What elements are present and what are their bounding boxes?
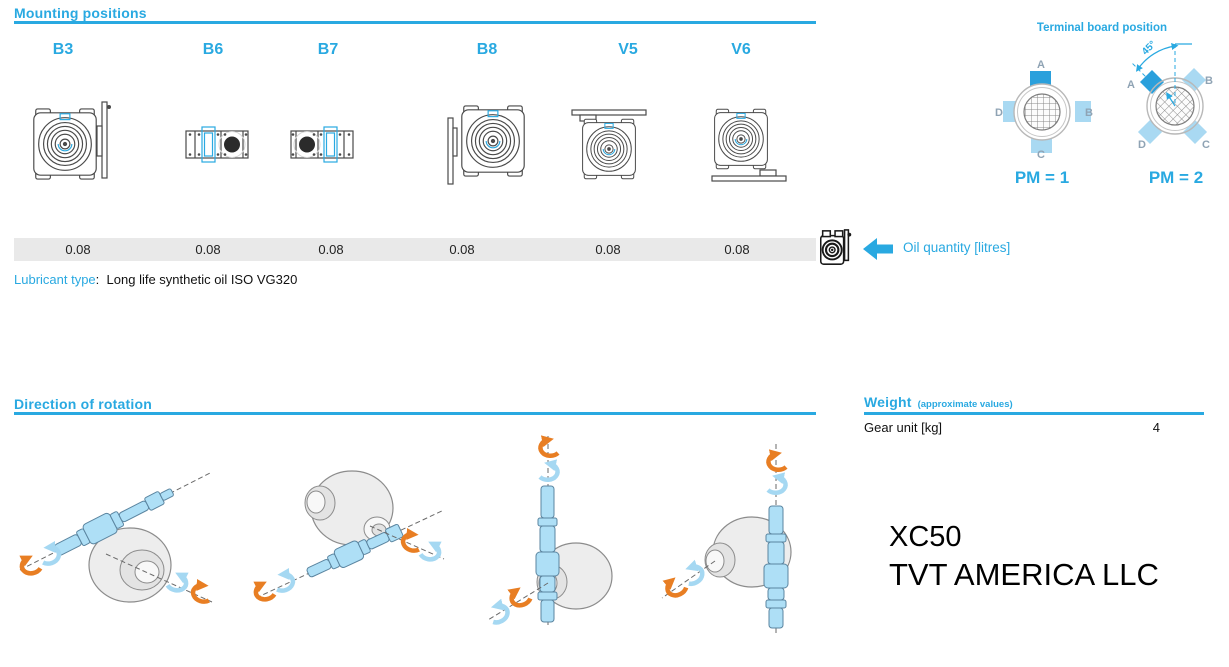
oil-value-b7: 0.08 bbox=[318, 242, 344, 257]
mounting-position-label-b3: B3 bbox=[52, 41, 74, 58]
weight-subtitle: (approximate values) bbox=[917, 399, 1013, 410]
weight-title: Weight bbox=[864, 394, 912, 410]
oil-value-b6: 0.08 bbox=[195, 242, 221, 257]
gearbox-b3-drawing-icon bbox=[33, 101, 111, 180]
pm2-letter-a: A bbox=[1127, 79, 1135, 91]
mounting-title: Mounting positions bbox=[14, 5, 147, 21]
lubricant-colon: : bbox=[95, 272, 100, 287]
pm1-letter-c: C bbox=[1037, 149, 1045, 161]
pm1-tab-a bbox=[1030, 71, 1051, 87]
mounting-title-rule bbox=[14, 21, 816, 24]
pm2-letter-d: D bbox=[1138, 139, 1146, 151]
pm1-label: PM = 1 bbox=[1014, 168, 1070, 187]
oil-value-b8: 0.08 bbox=[449, 242, 475, 257]
pm1-letter-d: D bbox=[995, 107, 1003, 119]
gearbox-v6-drawing-icon bbox=[711, 108, 787, 182]
rotation-drawing-2-icon bbox=[253, 470, 445, 602]
rotation-title-rule bbox=[14, 412, 816, 415]
rotation-drawing-4-icon bbox=[661, 444, 792, 634]
model-name: XC50 bbox=[889, 521, 962, 553]
pm1-tab-b bbox=[1075, 101, 1091, 122]
gearbox-mini-icon bbox=[820, 229, 852, 265]
weight-row-value: 4 bbox=[1152, 420, 1160, 435]
oil-pointer-arrow-icon bbox=[863, 238, 893, 260]
gearbox-v5-drawing-icon bbox=[571, 109, 647, 180]
oil-value-v5: 0.08 bbox=[595, 242, 621, 257]
oil-value-b3: 0.08 bbox=[65, 242, 91, 257]
mounting-position-label-v6: V6 bbox=[731, 41, 751, 58]
pm1-letter-b: B bbox=[1085, 107, 1093, 119]
terminal-board-title: Terminal board position bbox=[1036, 22, 1168, 34]
rotation-drawing-1-icon bbox=[19, 472, 213, 604]
lubricant-value: Long life synthetic oil ISO VG320 bbox=[106, 272, 298, 287]
mounting-position-label-b6: B6 bbox=[202, 41, 224, 58]
weight-title-rule bbox=[864, 412, 1204, 415]
terminal-pm1-diagram-icon: A B C D bbox=[995, 59, 1093, 161]
oil-quantity-band bbox=[14, 238, 816, 261]
company-name: TVT AMERICA LLC bbox=[889, 557, 1159, 592]
mounting-position-label-v5: V5 bbox=[618, 41, 638, 58]
terminal-pm2-diagram-icon: 45° A B C D bbox=[1127, 39, 1213, 151]
pm2-angle-label: 45° bbox=[1140, 39, 1158, 57]
pm1-letter-a: A bbox=[1037, 59, 1045, 71]
mounting-position-label-b7: B7 bbox=[317, 41, 339, 58]
gearbox-b6-drawing-icon bbox=[185, 122, 249, 166]
gearbox-b8-drawing-icon bbox=[447, 105, 525, 185]
pm2-letter-b: B bbox=[1205, 75, 1213, 87]
gearbox-b7-drawing-icon bbox=[290, 122, 354, 166]
rotation-drawing-3-icon bbox=[487, 435, 613, 626]
oil-value-v6: 0.08 bbox=[724, 242, 750, 257]
pm1-tab-c bbox=[1031, 137, 1052, 153]
rotation-title: Direction of rotation bbox=[14, 396, 152, 412]
pm2-label: PM = 2 bbox=[1148, 168, 1204, 187]
lubricant-label: Lubricant type bbox=[14, 272, 96, 287]
lubricant-line: Lubricant type: Long life synthetic oil … bbox=[14, 272, 297, 287]
oil-quantity-label: Oil quantity [litres] bbox=[903, 240, 1011, 255]
weight-row-label: Gear unit [kg] bbox=[864, 420, 943, 435]
pm2-letter-c: C bbox=[1202, 139, 1210, 151]
mounting-position-label-b8: B8 bbox=[476, 41, 498, 58]
weight-header: Weight (approximate values) bbox=[864, 394, 1204, 412]
